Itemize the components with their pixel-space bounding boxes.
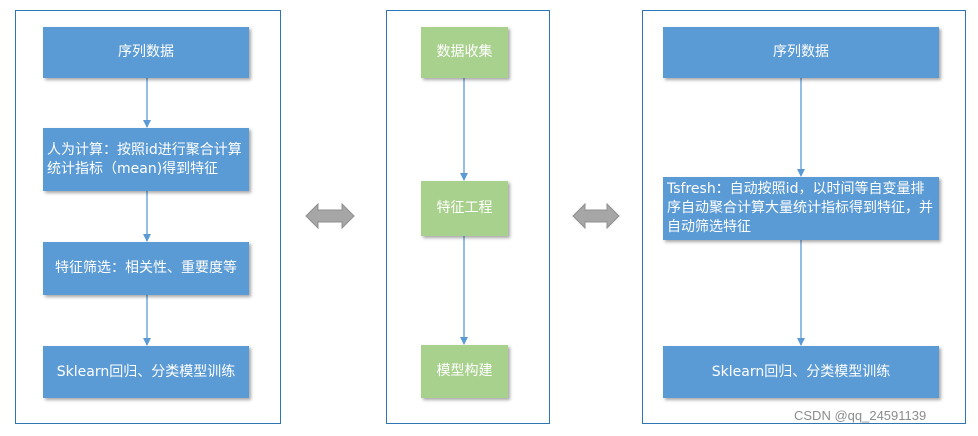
double-arrow-right bbox=[572, 202, 620, 230]
left-box-sklearn-training-label: Sklearn回归、分类模型训练 bbox=[56, 363, 236, 380]
right-box-sequence-data: 序列数据 bbox=[663, 27, 939, 78]
right-box-sequence-data-label: 序列数据 bbox=[773, 44, 829, 60]
left-box-feature-selection-label: 特征筛选：相关性、重要度等 bbox=[55, 260, 237, 276]
left-box-sequence-data: 序列数据 bbox=[43, 27, 249, 78]
middle-box-feature-engineering: 特征工程 bbox=[421, 181, 508, 236]
middle-box-data-collection: 数据收集 bbox=[421, 27, 508, 78]
middle-box-feature-engineering-label: 特征工程 bbox=[436, 200, 493, 216]
right-box-tsfresh: Tsfresh：自动按照id，以时间等自变量排序自动聚合计算大量统计指标得到特征… bbox=[663, 177, 939, 240]
left-box-manual-calc: 人为计算：按照id进行聚合计算统计指标（mean)得到特征 bbox=[43, 128, 249, 191]
left-box-sequence-data-label: 序列数据 bbox=[118, 44, 174, 60]
middle-box-model-building-label: 模型构建 bbox=[436, 363, 493, 379]
right-box-tsfresh-label: Tsfresh：自动按照id，以时间等自变量排序自动聚合计算大量统计指标得到特征… bbox=[667, 181, 933, 235]
right-box-sklearn-training-label: Sklearn回归、分类模型训练 bbox=[711, 363, 891, 380]
middle-box-data-collection-label: 数据收集 bbox=[436, 44, 493, 60]
watermark-text: CSDN @qq_24591139 bbox=[794, 408, 927, 423]
left-box-feature-selection: 特征筛选：相关性、重要度等 bbox=[43, 242, 249, 295]
double-arrow-left bbox=[305, 202, 355, 230]
right-box-sklearn-training: Sklearn回归、分类模型训练 bbox=[663, 346, 939, 398]
middle-box-model-building: 模型构建 bbox=[421, 345, 508, 398]
left-box-sklearn-training: Sklearn回归、分类模型训练 bbox=[43, 346, 249, 398]
left-box-manual-calc-label: 人为计算：按照id进行聚合计算统计指标（mean)得到特征 bbox=[47, 141, 242, 177]
